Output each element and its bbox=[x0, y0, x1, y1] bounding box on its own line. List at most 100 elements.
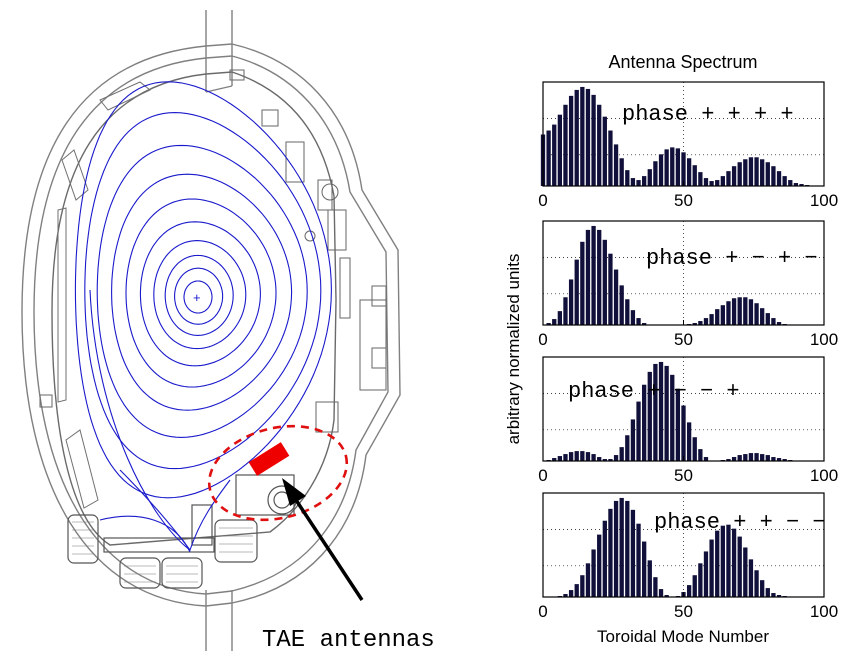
spectrum-bar bbox=[771, 166, 776, 186]
spectrum-bar bbox=[709, 314, 714, 325]
spectrum-bar bbox=[585, 563, 591, 597]
spectrum-bar bbox=[686, 422, 692, 461]
vertical-ports bbox=[205, 10, 233, 651]
spectrum-bar bbox=[776, 595, 782, 597]
spectrum-bar bbox=[793, 183, 799, 186]
spectrum-bar bbox=[574, 89, 579, 186]
spectrum-bar bbox=[726, 171, 731, 186]
spectrum-bar bbox=[670, 147, 675, 186]
antenna-region-circle bbox=[207, 424, 349, 522]
spectrum-bar bbox=[760, 580, 765, 597]
spectrum-bar bbox=[630, 419, 636, 461]
spectrum-bar bbox=[619, 447, 624, 461]
spectrum-bar bbox=[591, 454, 596, 461]
spectrum-bar bbox=[686, 158, 692, 186]
spectrum-bar bbox=[782, 176, 787, 186]
spectrum-bar bbox=[765, 162, 770, 186]
tae-antenna bbox=[248, 442, 290, 476]
x-tick-label: 0 bbox=[538, 602, 547, 621]
flux-surface bbox=[174, 267, 224, 325]
spectrum-bar bbox=[625, 170, 630, 186]
spectrum-bar bbox=[613, 269, 619, 325]
spectrum-bar bbox=[664, 149, 669, 186]
spectrum-bar bbox=[591, 225, 596, 325]
spectrum-bar bbox=[636, 401, 641, 461]
spectrum-bar bbox=[720, 305, 725, 325]
spectrum-bar bbox=[748, 559, 754, 597]
spectrum-bar bbox=[731, 166, 737, 186]
spectrum-bar bbox=[754, 157, 759, 186]
x-tick-label: 100 bbox=[810, 602, 838, 621]
spectrum-bar bbox=[681, 405, 686, 461]
spectrum-bar bbox=[557, 114, 563, 186]
phase-label: phase + − + − bbox=[646, 246, 818, 271]
spectrum-bar bbox=[647, 169, 652, 186]
spectrum-bar bbox=[557, 311, 563, 325]
spectrum-bar bbox=[574, 584, 579, 597]
spectrum-bar bbox=[776, 458, 782, 461]
spectrum-bar bbox=[597, 229, 602, 325]
spectrum-bar bbox=[602, 239, 607, 325]
spectrum-bar bbox=[698, 563, 703, 597]
spectrum-bar bbox=[613, 455, 619, 461]
separatrix-leg bbox=[89, 289, 191, 551]
spectrum-bar bbox=[574, 259, 579, 325]
spectrum-bar bbox=[574, 451, 579, 461]
x-tick-label: 0 bbox=[538, 466, 547, 485]
spectrum-bar bbox=[653, 161, 658, 186]
spectrum-bar bbox=[698, 172, 703, 186]
spectrum-bar bbox=[602, 116, 607, 186]
x-tick-label: 100 bbox=[810, 466, 838, 485]
spectrum-bar bbox=[692, 437, 697, 461]
spectrum-bar bbox=[675, 388, 681, 461]
spectrum-bar bbox=[748, 453, 754, 461]
spectrum-bar bbox=[765, 455, 770, 461]
spectrum-bar bbox=[771, 593, 776, 597]
spectrum-bar bbox=[737, 162, 742, 186]
spectrum-bar bbox=[720, 176, 725, 186]
spectrum-bar bbox=[563, 297, 568, 325]
flux-surface bbox=[96, 144, 308, 438]
spectrum-bar bbox=[608, 508, 613, 597]
spectrum-bar bbox=[568, 590, 574, 597]
spectrum-bar bbox=[625, 299, 630, 325]
spectrum-bar bbox=[613, 500, 619, 597]
flux-surface bbox=[153, 240, 247, 350]
spectrum-bar bbox=[754, 570, 759, 597]
spectrum-bar bbox=[552, 319, 557, 325]
spectrum-bar bbox=[630, 509, 636, 597]
flux-surfaces bbox=[74, 81, 332, 553]
magnetic-axis-marker: + bbox=[193, 290, 201, 305]
spectrum-bar bbox=[597, 457, 602, 461]
x-tick-label: 50 bbox=[674, 466, 693, 485]
spectrum-bar bbox=[760, 159, 765, 186]
spectrum-title: Antenna Spectrum bbox=[608, 52, 757, 72]
spectrum-bar bbox=[726, 301, 731, 325]
spectrum-bar bbox=[552, 458, 557, 461]
spectrum-bar bbox=[563, 104, 568, 186]
spectrum-bar bbox=[765, 588, 770, 597]
spectrum-bar bbox=[653, 577, 658, 597]
spectrum-bar bbox=[776, 171, 782, 186]
spectrum-bar bbox=[703, 457, 709, 461]
spectrum-bar bbox=[636, 318, 641, 325]
spectrum-bar bbox=[664, 365, 669, 461]
tokamak-cross-section bbox=[21, 10, 401, 651]
spectrum-bar bbox=[686, 585, 692, 597]
flux-surface bbox=[183, 280, 213, 314]
spectrum-bar bbox=[602, 520, 607, 597]
x-tick-label: 0 bbox=[538, 191, 547, 210]
spectrum-bar bbox=[765, 313, 770, 325]
spectrum-bar bbox=[731, 298, 737, 325]
spectrum-bar bbox=[597, 534, 602, 597]
spectrum-bar bbox=[653, 363, 658, 461]
spectrum-bar bbox=[625, 500, 630, 597]
x-tick-label: 100 bbox=[810, 330, 838, 349]
spectrum-bar bbox=[709, 181, 714, 186]
spectrum-bar bbox=[743, 547, 748, 597]
x-tick-label: 100 bbox=[810, 191, 838, 210]
spectrum-bar bbox=[799, 184, 804, 186]
